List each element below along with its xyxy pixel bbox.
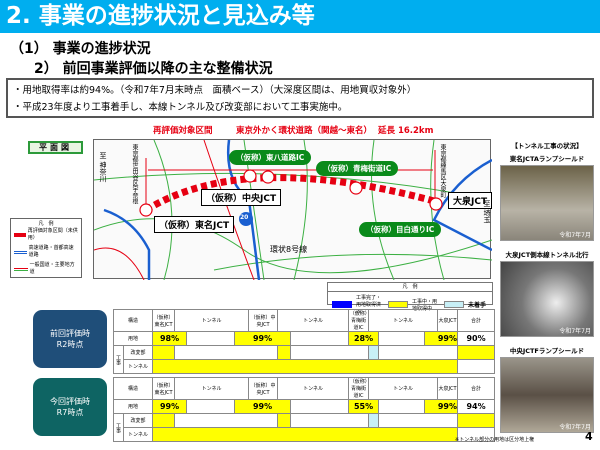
land-rate: 99% [424,331,459,346]
tunnel-row: トンネル [114,427,496,442]
modified-row: 工事改変部 [113,413,496,442]
road-label: 東京外かく環状道路（関越～東名） [236,126,373,136]
land-rate: 98% [152,331,188,346]
chuo-jct-label: （仮称）中央JCT [201,189,282,206]
section-heading: （1） 事業の進捗状況 [10,41,151,57]
map-graphic [93,139,493,281]
to-saitama-label: 至 埼玉 [483,200,491,224]
land-rate: 99% [152,399,188,414]
photo-caption: 大泉JCT側本線トンネル北行 [505,251,589,259]
tomei-jct-label: （仮称）東名JCT [154,216,235,233]
land-rate: 55% [348,399,380,414]
length-label: 延長 16.2km [378,126,434,136]
tunnel-photo: 令和7年7月 [500,357,594,433]
tohachi-ic-label: （仮称）東八道路IC [229,150,312,165]
map-legend: 凡 例 再評価対象区間（未供用） 高速道路・首都高速道路 一般国道・主要地方道 [10,218,82,278]
status-legend-title: 凡 例 [328,283,492,292]
mejiro-ic-label: （仮称）目白通りIC [359,222,442,237]
legend-item: 一般国道・主要地方道 [14,262,78,276]
summary-box: ・用地取得率は約94%。（令和7年7月末時点 面積ベース）（大深度区間は、用地買… [6,78,594,118]
setagaya-label: 東京都世田谷区宇奈根 [131,144,138,204]
bullet: ・平成23年度より工事着手し、本線トンネル及び改変部において工事実施中。 [13,102,348,113]
route-20-shield: 20 [240,214,249,221]
page-number: 4 [585,430,593,443]
slide-title: 2. 事業の進捗状況と見込み等 [0,0,600,33]
nerima-label: 東京都練馬区大泉町 [439,144,446,198]
segment-label: 再評価対象区間 [153,126,213,136]
plan-label: 平面図 [28,141,83,154]
land-rate: 99% [424,399,459,414]
footnote: ※トンネル部分の用地は区分地上権 [455,437,535,443]
not-started-swatch [444,301,464,308]
photo-caption: 中央JCTFランプシールド [509,347,585,355]
photo-column: 【トンネル工事の状況】 東名JCTAランプシールド 令和7年7月 大泉JCT側本… [497,140,597,433]
photos-heading: 【トンネル工事の状況】 [511,142,583,150]
tunnel-row: トンネル [114,359,496,374]
land-rate: 99% [234,331,292,346]
modified-row: 工事改変部 [113,345,496,374]
land-rate: 99% [234,399,292,414]
legend-item: 高速道路・首都高速道路 [14,245,78,259]
ome-ic-label: （仮称）青梅街道IC [316,161,399,176]
done-swatch [332,301,352,308]
route-map: 20 （仮称）東名JCT （仮称）中央JCT （仮称）東八道路IC （仮称）青梅… [93,139,493,281]
photo-caption: 東名JCTAランプシールド [509,155,585,163]
ongoing-swatch [388,301,408,308]
oizumi-jct-label: 大泉JCT [448,192,493,209]
land-total: 94% [457,399,496,414]
status-legend: 凡 例 工事完了・用地取得済み 工事中・用地取得中 未着手 [327,282,493,315]
subsection-heading: 2） 前回事業評価以降の主な整備状況 [34,61,273,77]
legend-title: 凡 例 [38,221,54,227]
land-rate: 28% [348,331,380,346]
to-kanagawa-label: 至 神奈川 [99,152,107,183]
kanjo8-label: 環状8号線 [270,245,308,254]
bullet: ・用地取得率は約94%。（令和7年7月末時点 面積ベース）（大深度区間は、用地買… [13,85,417,96]
legend-item: 再評価対象区間（未供用） [14,228,78,242]
land-total: 90% [457,331,496,346]
tunnel-photo: 令和7年7月 [500,165,594,241]
tunnel-photo: 令和7年7月 [500,261,594,337]
